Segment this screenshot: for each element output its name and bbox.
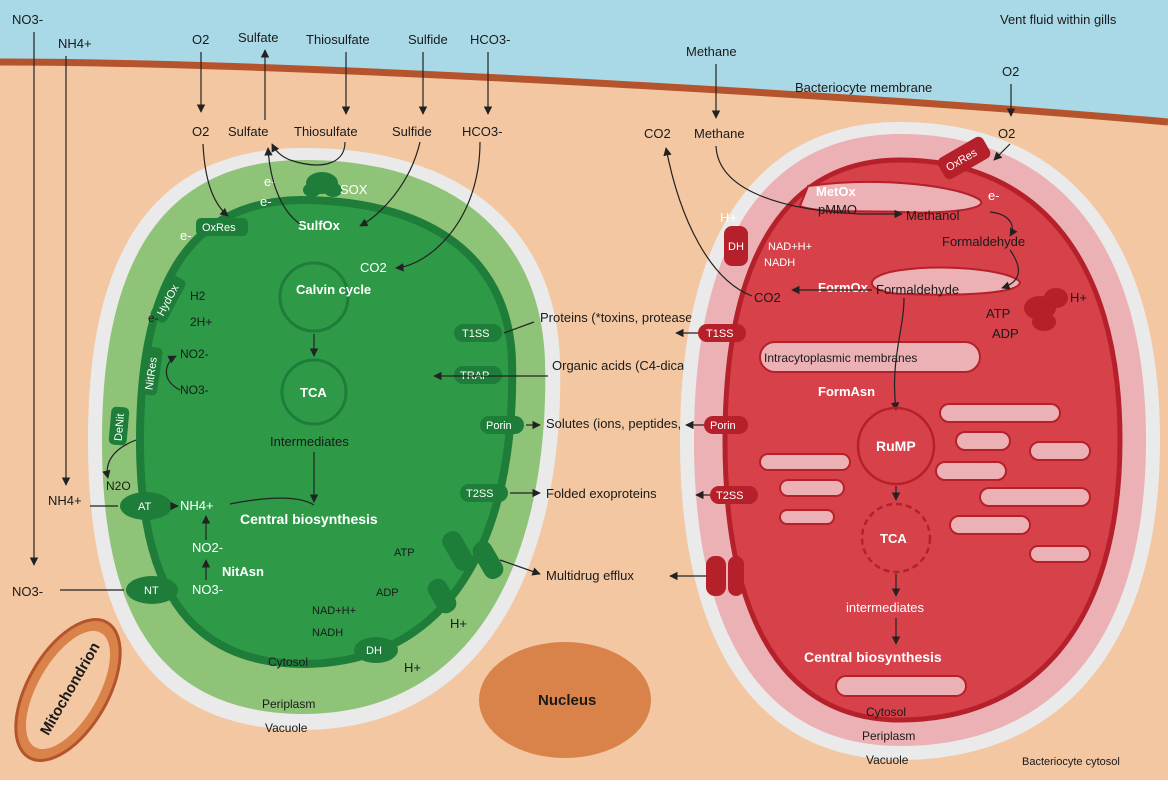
inner-o2: O2 bbox=[192, 124, 209, 139]
sulfox-label: SulfOx bbox=[298, 218, 341, 233]
vent-o2: O2 bbox=[192, 32, 209, 47]
twoh-label: 2H+ bbox=[190, 315, 212, 329]
inner-sulfate: Sulfate bbox=[228, 124, 268, 139]
red-nadh: NADH bbox=[764, 257, 795, 269]
metox-label: MetOx bbox=[816, 184, 857, 199]
red-tca-label: TCA bbox=[880, 531, 907, 546]
nh4-outside: NH4+ bbox=[48, 493, 82, 508]
vent-methane: Methane bbox=[686, 44, 737, 59]
formox-label: FormOx bbox=[818, 280, 869, 295]
green-hplus1: H+ bbox=[450, 616, 467, 631]
red-central-label: Central biosynthesis bbox=[804, 649, 942, 665]
red-cytosol-label: Cytosol bbox=[866, 705, 906, 719]
green-cytosol-label: Cytosol bbox=[268, 655, 308, 669]
cytosol-label: Bacteriocyte cytosol bbox=[1022, 756, 1120, 768]
inner-thiosulfate: Thiosulfate bbox=[294, 124, 358, 139]
green-periplasm-label: Periplasm bbox=[262, 697, 315, 711]
green-porin-label: Porin bbox=[486, 420, 512, 432]
oxres-label: OxRes bbox=[202, 222, 236, 234]
vent-label: Vent fluid within gills bbox=[1000, 12, 1117, 27]
membrane-label: Bacteriocyte membrane bbox=[795, 80, 932, 95]
multidrug-label: Multidrug efflux bbox=[546, 568, 634, 583]
red-hplus2: H+ bbox=[1070, 290, 1087, 305]
icm-label: Intracytoplasmic membranes bbox=[764, 351, 917, 365]
green-dh-label: DH bbox=[366, 645, 382, 657]
denit-label: DeNit bbox=[113, 413, 127, 441]
green-vacuole-label: Vacuole bbox=[265, 721, 308, 735]
e-label-3: e- bbox=[180, 228, 192, 243]
red-nad: NAD+H+ bbox=[768, 241, 812, 253]
red-porin-label: Porin bbox=[710, 420, 736, 432]
n2o-label: N2O bbox=[106, 479, 131, 493]
inner-o2-right: O2 bbox=[998, 126, 1015, 141]
formaldehyde1-label: Formaldehyde bbox=[942, 234, 1025, 249]
inner-co2: CO2 bbox=[644, 126, 671, 141]
h2-label: H2 bbox=[190, 289, 206, 303]
green-nadh-label: NADH bbox=[312, 627, 343, 639]
green-nh4-label: NH4+ bbox=[180, 498, 214, 513]
sox-label: SOX bbox=[340, 182, 368, 197]
formasn-label: FormAsn bbox=[818, 384, 875, 399]
vent-thiosulfate: Thiosulfate bbox=[306, 32, 370, 47]
e-label-2: e- bbox=[260, 194, 272, 209]
vent-sulfide: Sulfide bbox=[408, 32, 448, 47]
e-label-4: e- bbox=[148, 311, 159, 325]
red-hplus: H+ bbox=[720, 210, 737, 225]
vent-o2-right: O2 bbox=[1002, 64, 1019, 79]
green-t2ss-label: T2SS bbox=[466, 488, 494, 500]
green-tca-label: TCA bbox=[300, 385, 327, 400]
green-no3b-label: NO3- bbox=[192, 582, 223, 597]
red-t2ss-label: T2SS bbox=[716, 490, 744, 502]
red-vacuole-label: Vacuole bbox=[866, 753, 909, 767]
no2a-label: NO2- bbox=[180, 347, 209, 361]
green-no2b-label: NO2- bbox=[192, 540, 223, 555]
red-periplasm-label: Periplasm bbox=[862, 729, 915, 743]
inner-methane: Methane bbox=[694, 126, 745, 141]
green-atp-label: ATP bbox=[394, 547, 415, 559]
no3a-label: NO3- bbox=[180, 383, 209, 397]
green-t1ss-label: T1SS bbox=[462, 328, 490, 340]
green-adp-label: ADP bbox=[376, 587, 399, 599]
pmmo-label: pMMO bbox=[818, 202, 857, 217]
red-t1ss-label: T1SS bbox=[706, 328, 734, 340]
red-intermediates-label: intermediates bbox=[846, 600, 925, 615]
nh4-top: NH4+ bbox=[58, 36, 92, 51]
green-nad-label: NAD+H+ bbox=[312, 605, 356, 617]
green-hplus2: H+ bbox=[404, 660, 421, 675]
calvin-label: Calvin cycle bbox=[296, 282, 371, 297]
red-dh-label: DH bbox=[728, 241, 744, 253]
no3-top: NO3- bbox=[12, 12, 43, 27]
inner-sulfide: Sulfide bbox=[392, 124, 432, 139]
green-intermediates-label: Intermediates bbox=[270, 434, 349, 449]
at-label: AT bbox=[138, 501, 152, 513]
vent-sulfate: Sulfate bbox=[238, 30, 278, 45]
inner-hco3: HCO3- bbox=[462, 124, 502, 139]
red-efflux-pump bbox=[706, 556, 744, 596]
no3-outside: NO3- bbox=[12, 584, 43, 599]
green-central-label: Central biosynthesis bbox=[240, 511, 378, 527]
red-co2-label: CO2 bbox=[754, 290, 781, 305]
red-adp: ADP bbox=[992, 326, 1019, 341]
formaldehyde2-label: Formaldehyde bbox=[876, 282, 959, 297]
nucleus-label: Nucleus bbox=[538, 692, 596, 709]
rump-label: RuMP bbox=[876, 438, 916, 454]
green-co2-label: CO2 bbox=[360, 260, 387, 275]
nt-label: NT bbox=[144, 585, 159, 597]
folded-label: Folded exoproteins bbox=[546, 486, 657, 501]
red-e-label: e- bbox=[988, 188, 1000, 203]
vent-hco3: HCO3- bbox=[470, 32, 510, 47]
red-atp: ATP bbox=[986, 306, 1010, 321]
methanol-label: Methanol bbox=[906, 208, 960, 223]
nitasn-label: NitAsn bbox=[222, 564, 264, 579]
